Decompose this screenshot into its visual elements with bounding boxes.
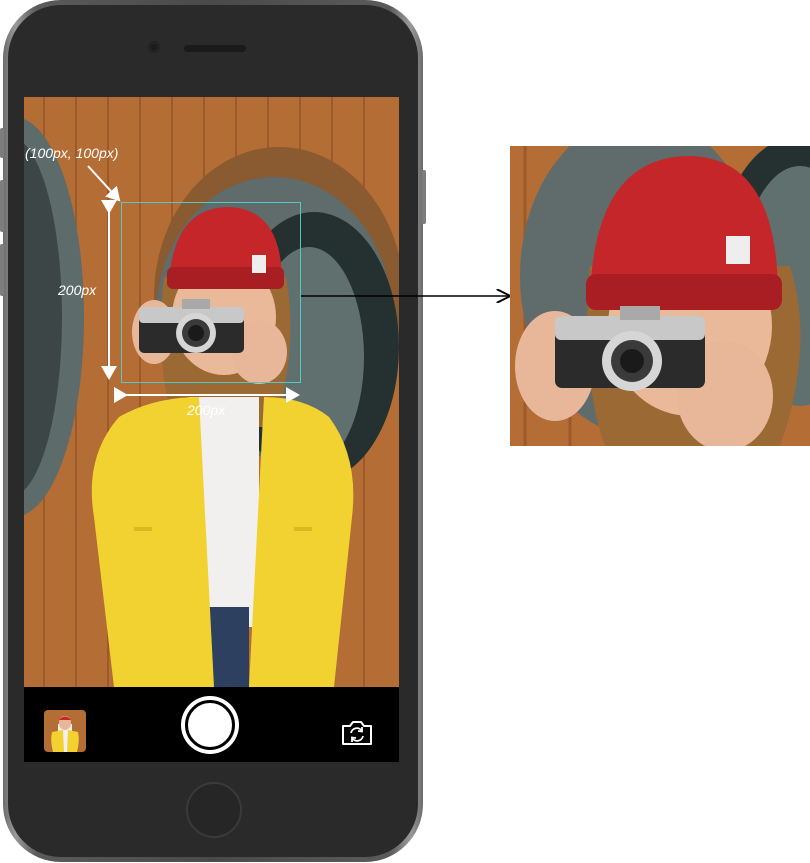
- cropped-preview-image: [510, 146, 810, 446]
- volume-down-button: [0, 244, 4, 296]
- height-label: 200px: [58, 282, 97, 298]
- camera-flip-icon[interactable]: [340, 720, 374, 746]
- width-label: 200px: [187, 402, 226, 418]
- origin-label: (100px, 100px): [25, 145, 119, 161]
- volume-up-button: [0, 180, 4, 232]
- crop-selection-box: [121, 202, 301, 383]
- shutter-button[interactable]: [181, 696, 239, 754]
- power-button: [422, 170, 426, 224]
- photo-thumbnail[interactable]: [44, 710, 86, 752]
- camera-controls-bar: [24, 687, 399, 762]
- home-button[interactable]: [186, 782, 242, 838]
- earpiece-speaker: [184, 45, 246, 52]
- camera-viewfinder[interactable]: [24, 97, 399, 687]
- mute-switch: [0, 128, 4, 158]
- camera-screen: [24, 97, 399, 762]
- front-camera-icon: [148, 41, 160, 53]
- viewfinder-photo: [24, 97, 399, 687]
